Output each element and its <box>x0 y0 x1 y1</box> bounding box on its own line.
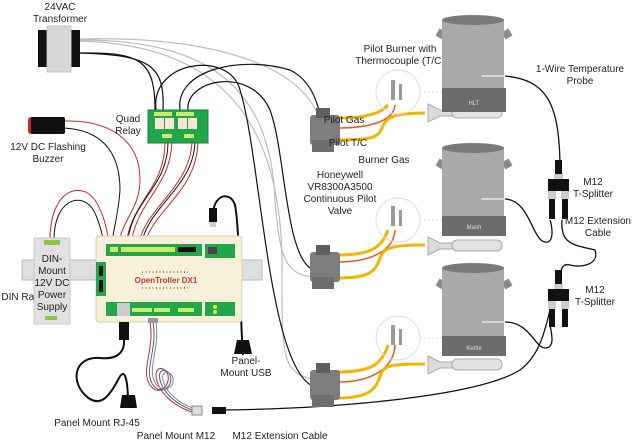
m12-ext-mid-label-2: Cable <box>585 228 612 239</box>
controller-brand-label: OpenTroller DX1 <box>135 276 198 285</box>
pilot-burner-hlt <box>375 69 445 115</box>
probe-cable-mash <box>504 198 553 243</box>
gas-valve-mash <box>310 245 340 289</box>
pilot-burner-label-1: Pilot Burner with <box>364 44 437 55</box>
panel-mount-m12: Panel Mount M12 M12 Extension Cable <box>137 405 328 442</box>
vessel-label-hlt: HLT <box>469 101 480 107</box>
probe-cable-hlt <box>504 75 561 171</box>
pilot-tc-label: Pilot T/C <box>329 138 367 149</box>
rj45-label: Panel Mount RJ-45 <box>54 418 140 429</box>
burner-gas-label: Burner Gas <box>358 155 409 166</box>
wire-red <box>49 190 111 251</box>
relay-label-1: Quad <box>116 114 140 125</box>
gas-valve-kettle <box>310 363 340 407</box>
transformer-label-1: 24VAC <box>45 2 76 13</box>
wires <box>49 38 597 414</box>
wire-black <box>63 127 121 251</box>
buzzer-label-1: 12V DC Flashing <box>10 142 86 153</box>
pilot-burner-mash <box>375 197 445 243</box>
gas-lines-mash <box>337 229 426 280</box>
psu-label-4: Power <box>38 290 67 301</box>
psu-label-2: Mount <box>38 266 66 277</box>
pot-hlt: HLT <box>435 15 513 112</box>
power-supply: DIN- Mount 12V DC Power Supply <box>33 237 71 325</box>
pilot-gas-label: Pilot Gas <box>324 115 365 126</box>
din-rail-label: DIN Rail <box>1 292 38 303</box>
wire-gray <box>79 38 321 121</box>
m12-ext-mid-label-1: M12 Extension <box>565 216 631 227</box>
psu-label-1: DIN- <box>42 254 63 265</box>
quad-relay: Quad Relay <box>115 109 209 144</box>
m12-t-splitter-top: M12 T-Splitter <box>548 160 614 219</box>
temp-probe-label-1: 1-Wire Temperature <box>536 64 625 75</box>
splitter-bottom-label-2: T-Splitter <box>575 297 616 308</box>
flashing-buzzer: 12V DC Flashing Buzzer <box>10 117 86 165</box>
wire-red <box>129 141 173 251</box>
splitter-top-label-2: T-Splitter <box>573 189 614 200</box>
main-burner-kettle <box>427 355 503 375</box>
vessel-label-kettle: Kettle <box>466 346 482 352</box>
wire-gray <box>79 39 321 279</box>
valve-label-1: Honeywell <box>317 170 363 181</box>
relay-label-2: Relay <box>115 126 141 137</box>
wire-black <box>79 52 164 111</box>
pot-mash: Mash <box>435 143 513 236</box>
buzzer-label-2: Buzzer <box>32 154 64 165</box>
usb-label-1: Panel- <box>232 356 261 367</box>
m12-t-splitter-bottom: M12 T-Splitter <box>548 270 616 327</box>
rj45-cable <box>75 337 129 406</box>
panel-mount-rj45: Panel Mount RJ-45 <box>54 395 140 429</box>
usb-label-2: Mount USB <box>220 368 271 379</box>
valve-label-4: Valve <box>328 206 353 217</box>
m12-cable-gray <box>151 321 196 410</box>
gas-valve-hlt <box>310 108 340 152</box>
main-burner-mash <box>427 236 503 256</box>
wire-red <box>124 141 166 251</box>
pot-kettle: Kettle <box>435 263 513 356</box>
valve-label-3: Continuous Pilot <box>304 194 377 205</box>
gas-lines-kettle <box>337 344 426 400</box>
temp-probe-label-2: Probe <box>567 76 594 87</box>
probe-cable-kettle <box>504 321 553 349</box>
m12-panel-label: Panel Mount M12 <box>137 431 216 442</box>
wire-red <box>63 120 141 251</box>
gas-lines-hlt <box>337 103 426 142</box>
splitter-bottom-label-1: M12 <box>585 285 605 296</box>
m12-extension-bottom <box>225 309 551 411</box>
psu-label-3: 12V DC <box>34 278 69 289</box>
wire-black <box>126 141 169 251</box>
pilot-burner-label-2: Thermocouple (T/C) <box>355 56 444 67</box>
wire-black <box>79 52 156 111</box>
pilot-burner-kettle <box>375 315 445 361</box>
psu-label-5: Supply <box>37 302 68 313</box>
wire-black <box>155 64 319 389</box>
wire-black <box>179 63 323 126</box>
transformer: 24VAC Transformer <box>33 2 88 73</box>
m12-cable-blue <box>149 321 196 412</box>
valve-label-2: VR8300A3500 <box>307 182 372 193</box>
wire-gray <box>79 40 321 381</box>
vessel-label-mash: Mash <box>467 225 482 231</box>
transformer-label-2: Transformer <box>33 14 88 25</box>
m12-extension-bottom-label: M12 Extension Cable <box>232 431 327 442</box>
splitter-top-label-1: M12 <box>583 177 603 188</box>
panel-mount-usb: Panel- Mount USB <box>220 340 272 379</box>
wire-black <box>187 81 311 269</box>
opentroller-dx1: OpenTroller DX1 <box>95 208 243 340</box>
